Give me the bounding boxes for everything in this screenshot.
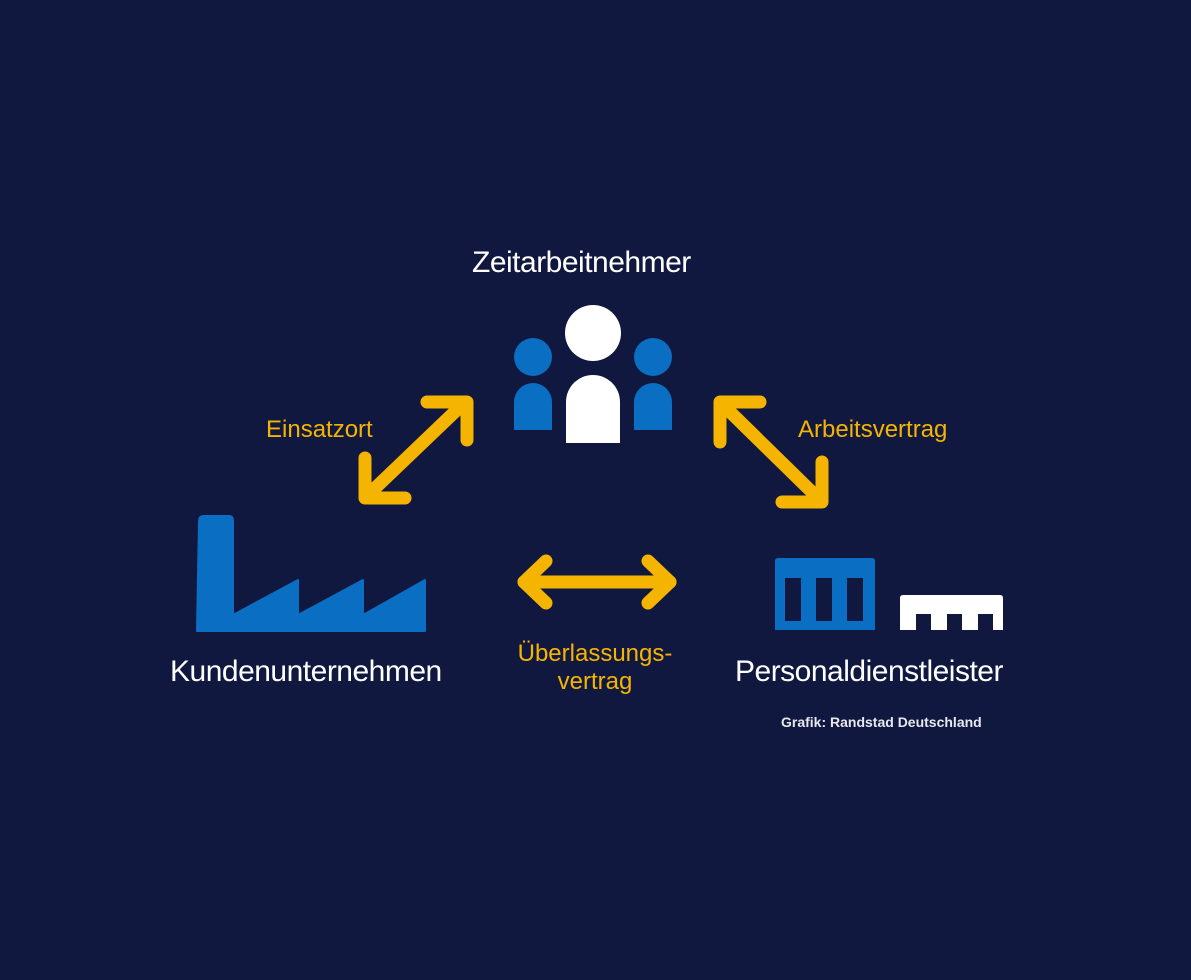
node-label-zeitarbeitnehmer: Zeitarbeitnehmer bbox=[472, 246, 691, 279]
relation-label-line1: Überlassungs- bbox=[517, 640, 673, 667]
node-label-kundenunternehmen: Kundenunternehmen bbox=[170, 655, 442, 688]
credit-text: Grafik: Randstad Deutschland bbox=[781, 714, 982, 730]
relation-label-arbeitsvertrag: Arbeitsvertrag bbox=[798, 416, 948, 443]
node-label-personaldienstleister: Personaldienstleister bbox=[735, 655, 1003, 688]
double-arrow-diagonal-icon bbox=[713, 395, 829, 509]
double-arrow-horizontal-icon bbox=[517, 554, 677, 610]
factory-icon bbox=[196, 515, 426, 632]
people-group-icon bbox=[514, 305, 672, 443]
office-buildings-icon bbox=[775, 558, 1003, 630]
relation-label-einsatzort: Einsatzort bbox=[266, 416, 373, 443]
double-arrow-diagonal-icon bbox=[358, 395, 474, 505]
relation-label-ueberlassungsvertrag: Überlassungs- vertrag bbox=[505, 640, 685, 696]
relation-label-line2: vertrag bbox=[557, 668, 633, 695]
